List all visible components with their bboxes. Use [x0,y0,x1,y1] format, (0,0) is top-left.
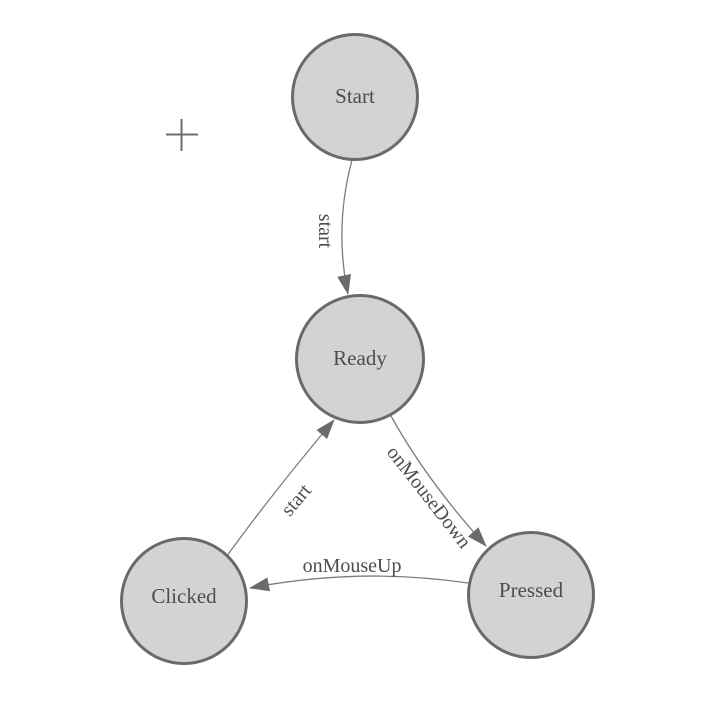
state-circle[interactable] [467,531,595,659]
transition-line[interactable] [223,419,335,561]
state-label: Start [335,84,375,108]
transition-label-onmouseup: onMouseUp [303,555,402,577]
transition-line[interactable] [390,415,487,547]
state-node-start[interactable]: Start [291,33,419,161]
plus-crosshair-icon[interactable] [166,119,198,151]
transition-start-to-ready[interactable]: start [314,159,353,295]
transition-line[interactable] [337,159,353,295]
state-node-pressed[interactable]: Pressed [467,531,595,659]
state-circle[interactable] [295,294,425,424]
state-node-ready[interactable]: Ready [295,294,425,424]
state-circle[interactable] [291,33,419,161]
state-circle[interactable] [120,537,248,665]
state-label: Pressed [499,578,564,602]
transition-label-start2: start [277,480,316,521]
state-node-clicked[interactable]: Clicked [120,537,248,665]
transition-clicked-to-ready[interactable]: start [223,419,335,561]
state-label: Ready [333,346,387,370]
transition-label-start: start [314,214,336,249]
transition-line[interactable] [249,575,469,592]
state-label: Clicked [151,584,217,608]
transition-ready-to-pressed[interactable]: onMouseDown [382,415,487,553]
transition-label-onmousedown: onMouseDown [382,442,475,553]
transition-pressed-to-clicked[interactable]: onMouseUp [249,555,469,592]
